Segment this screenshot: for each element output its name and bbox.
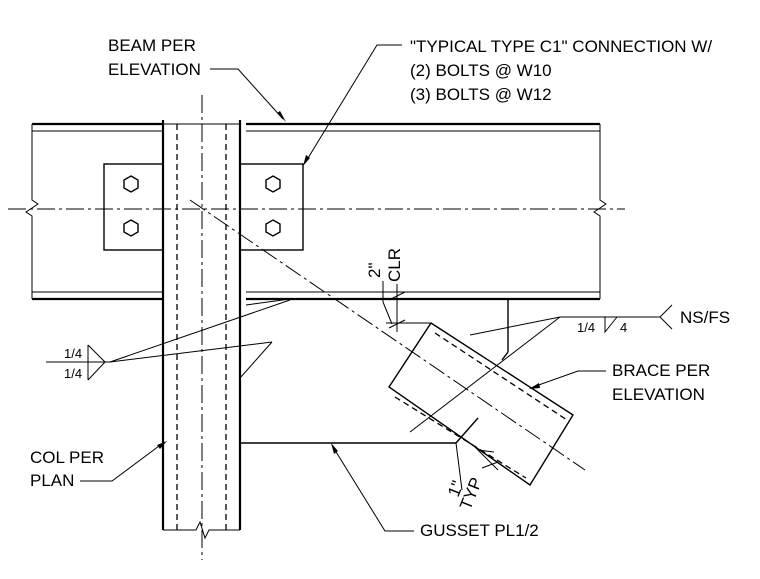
gusset-plate xyxy=(239,298,509,444)
bolt xyxy=(123,175,139,193)
gusset-callout: GUSSET PL1/2 xyxy=(331,443,539,540)
gusset-label: GUSSET PL1/2 xyxy=(420,521,539,540)
brace-callout: BRACE PER ELEVATION xyxy=(529,361,710,404)
weld-left-top-size: 1/4 xyxy=(64,346,82,361)
weld-symbol-right: NS/FS 1/4 4 xyxy=(409,304,730,433)
bolt xyxy=(265,175,281,193)
conn-label-line1: "TYPICAL TYPE C1" CONNECTION W/ xyxy=(410,37,712,56)
typ-dimension: 1" TYP xyxy=(444,442,499,512)
beam-label-line1: BEAM PER xyxy=(108,36,196,55)
brace-label-line1: BRACE PER xyxy=(612,361,710,380)
brace xyxy=(388,322,574,486)
typ-dim-text: 1" xyxy=(444,478,467,499)
nsfs-label: NS/FS xyxy=(680,308,730,327)
clr-dimension: 2" CLR xyxy=(365,248,430,332)
shear-plate-right xyxy=(239,163,304,251)
weld-right-length: 4 xyxy=(620,320,627,335)
bolt xyxy=(265,219,281,237)
clr-dim-text: 2" xyxy=(365,263,384,279)
bolt xyxy=(123,219,139,237)
connection-callout: "TYPICAL TYPE C1" CONNECTION W/ (2) BOLT… xyxy=(303,37,712,166)
beam-right-segment xyxy=(246,122,607,301)
weld-symbol-left: 1/4 1/4 xyxy=(46,299,291,381)
col-label-line2: PLAN xyxy=(30,471,74,490)
weld-left-bottom-size: 1/4 xyxy=(64,366,82,381)
beam-left-segment xyxy=(25,122,162,301)
shear-plate-left xyxy=(103,163,164,251)
conn-label-line3: (3) BOLTS @ W12 xyxy=(410,85,552,104)
beam-label-line2: ELEVATION xyxy=(108,60,201,79)
col-label-line1: COL PER xyxy=(30,448,104,467)
clr-word-text: CLR xyxy=(385,248,404,282)
brace-label-line2: ELEVATION xyxy=(612,385,705,404)
beam-callout: BEAM PER ELEVATION xyxy=(108,36,286,122)
weld-right-size: 1/4 xyxy=(577,320,595,335)
column-callout: COL PER PLAN xyxy=(30,441,167,490)
conn-label-line2: (2) BOLTS @ W10 xyxy=(410,61,552,80)
brace-work-line xyxy=(189,199,586,471)
